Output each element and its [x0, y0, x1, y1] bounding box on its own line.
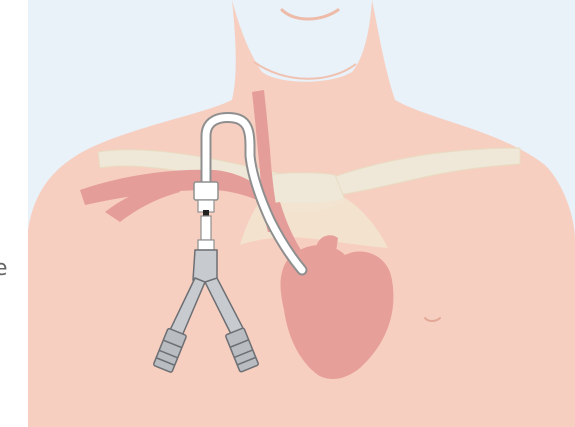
hub-ring: [198, 240, 214, 250]
hub-shaft: [201, 216, 211, 240]
hub-body: [193, 250, 217, 282]
hub-marker: [203, 210, 209, 216]
hub-clamp: [194, 182, 218, 200]
cropped-side-text: e: [0, 254, 10, 284]
